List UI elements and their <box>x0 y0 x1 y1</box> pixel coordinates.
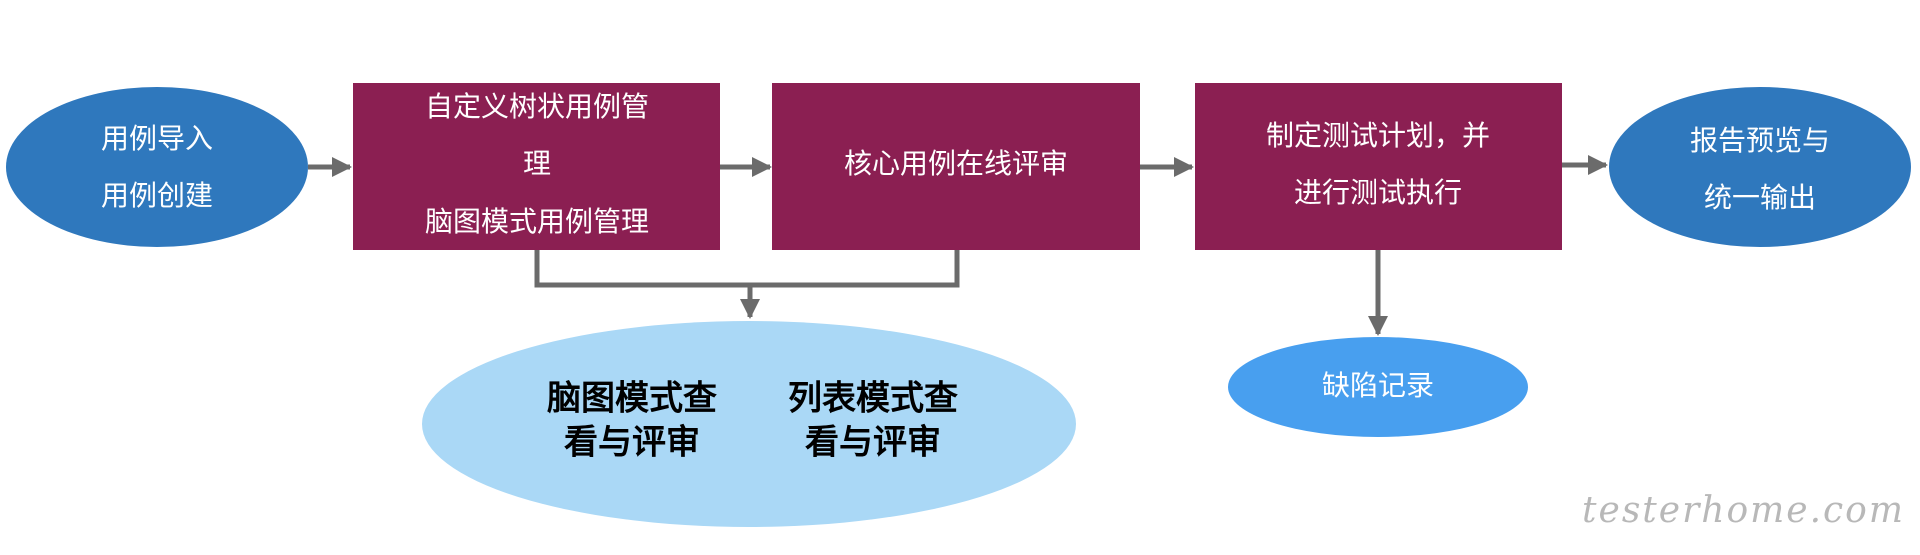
connectors <box>308 155 1608 336</box>
node-online-review-shape <box>772 83 1140 250</box>
node-custom-tree-shape <box>353 83 720 250</box>
node-view-review: 脑图模式查 看与评审 列表模式查 看与评审 <box>422 321 1076 527</box>
node-report-output-shape <box>1609 87 1911 247</box>
node-test-plan-line2: 进行测试执行 <box>1294 176 1462 209</box>
node-defect-record-shape <box>1228 337 1528 437</box>
node-online-review-line1: 核心用例在线评审 <box>844 147 1068 180</box>
node-test-plan-shape <box>1195 83 1562 250</box>
node-custom-tree-line1: 自定义树状用例管 <box>425 90 649 123</box>
node-case-import-line2: 用例创建 <box>101 179 213 212</box>
mindmap-view-line2: 看与评审 <box>564 423 700 463</box>
node-view-review-shape <box>422 321 1076 527</box>
node-online-review: 核心用例在线评审 <box>772 83 1140 250</box>
node-custom-tree-line3: 脑图模式用例管理 <box>425 205 649 238</box>
node-test-plan-line1: 制定测试计划，并 <box>1266 119 1490 152</box>
node-report-output: 报告预览与 统一输出 <box>1609 87 1911 247</box>
node-defect-record: 缺陷记录 <box>1228 337 1528 437</box>
node-custom-tree: 自定义树状用例管 理 脑图模式用例管理 <box>353 83 720 250</box>
node-report-output-line1: 报告预览与 <box>1690 124 1830 157</box>
node-custom-tree-line2: 理 <box>523 147 551 180</box>
list-view-line1: 列表模式查 <box>788 379 958 419</box>
watermark-text: testerhome.com <box>1582 490 1905 531</box>
mindmap-view-line1: 脑图模式查 <box>547 379 717 419</box>
node-report-output-line2: 统一输出 <box>1704 181 1816 214</box>
node-defect-record-line1: 缺陷记录 <box>1322 369 1434 402</box>
node-case-import-line1: 用例导入 <box>101 122 213 155</box>
node-case-import: 用例导入 用例创建 <box>6 87 308 247</box>
node-test-plan: 制定测试计划，并 进行测试执行 <box>1195 83 1562 250</box>
list-view-line2: 看与评审 <box>805 423 941 463</box>
connector-tree-review-bracket <box>534 250 960 288</box>
node-case-import-shape <box>6 87 308 247</box>
